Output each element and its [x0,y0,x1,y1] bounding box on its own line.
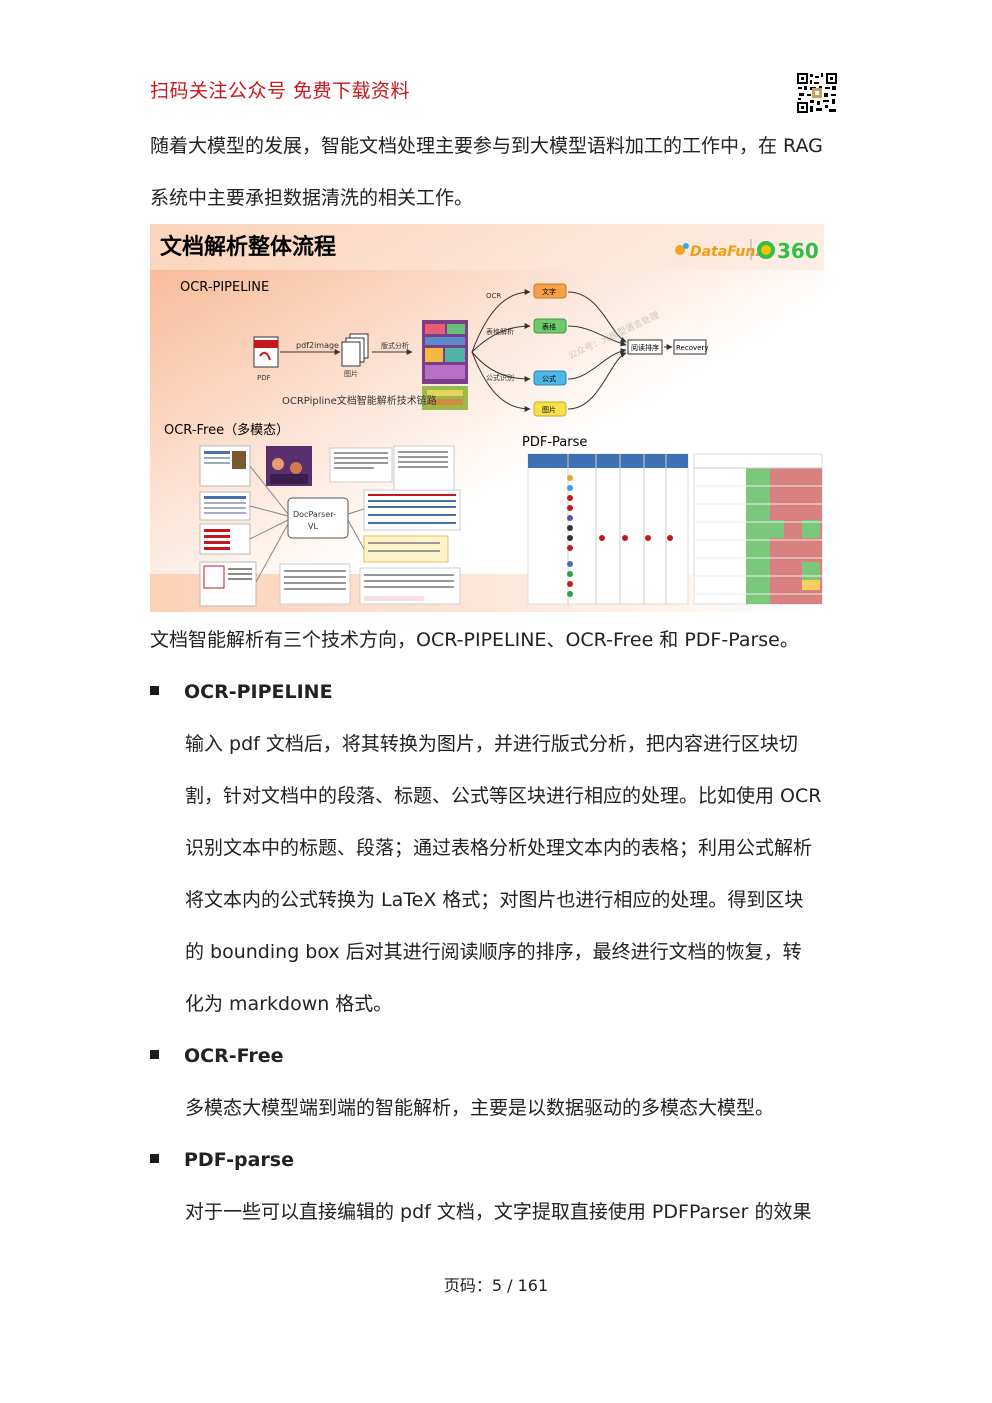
section-1-line-6: 化为 markdown 格式。 [185,993,393,1015]
layout-thumbnails [422,320,468,410]
pdf-file-icon: PDF [253,336,279,382]
pdf2image-label: pdf2image [296,341,339,350]
pipeline-label: OCR-PIPELINE [180,280,269,295]
image-stack-icon: 图片 [341,333,369,378]
svg-text:图片: 图片 [344,369,358,378]
ocr-free-diagram: DocParser- VL [199,445,461,607]
header-promo-text: 扫码关注公众号 免费下载资料 [150,80,411,102]
pipeline-caption: OCRPipline文档智能解析技术链路 [282,394,437,407]
qr-code-icon [796,72,838,114]
pdf-parse-label: PDF-Parse [522,435,587,450]
branch-label-formula: 公式识别 [486,373,514,382]
section-heading-ocr-free: OCR-Free [150,1045,284,1067]
svg-text:文字: 文字 [542,287,556,296]
bullet-square-icon [150,686,159,695]
section-1-line-4: 将文本内的公式转换为 LaTeX 格式；对图片也进行相应的处理。得到区块 [185,889,804,911]
branch-table-box: 表格 [533,318,567,334]
svg-text:VL: VL [308,522,318,531]
branch-image-box: 图片 [533,401,567,417]
section-3-line-1: 对于一些可以直接编辑的 pdf 文档，文字提取直接使用 PDFParser 的效… [185,1201,812,1223]
section-1-line-3: 识别文本中的标题、段落；通过表格分析处理文本内的表格；利用公式解析 [185,837,813,859]
intro-line-1: 随着大模型的发展，智能文档处理主要参与到大模型语料加工的工作中，在 RAG [150,135,823,157]
section-heading-ocr-pipeline: OCR-PIPELINE [150,681,333,703]
section-1-line-5: 的 bounding box 后对其进行阅读顺序的排序，最终进行文档的恢复，转 [185,941,802,963]
branch-text-box: 文字 [533,283,567,299]
svg-text:DataFun.: DataFun. [690,244,761,260]
figure-title: 文档解析整体流程 [160,234,336,260]
branch-formula-box: 公式 [533,370,567,386]
recovery-box: Recovery [673,339,708,355]
layout-label: 版式分析 [381,341,409,350]
page-number: 页码：5 / 161 [443,1276,549,1295]
svg-text:DocParser-: DocParser- [293,510,336,519]
intro-line-2: 系统中主要承担数据清洗的相关工作。 [150,187,474,209]
svg-text:PDF: PDF [257,374,271,382]
svg-text:阅读排序: 阅读排序 [631,343,659,352]
bullet-square-icon [150,1050,159,1059]
pdf-parse-table-left [527,453,689,605]
summary-text: 文档智能解析有三个技术方向，OCR-PIPELINE、OCR-Free 和 PD… [150,629,799,651]
branch-label-table: 表格解析 [486,327,514,336]
svg-text:公式: 公式 [542,374,556,383]
section-1-line-2: 割，针对文档中的段落、标题、公式等区块进行相应的处理。比如使用 OCR [185,785,822,807]
ocr-free-label: OCR-Free（多模态） [164,422,289,438]
svg-text:表格: 表格 [542,322,556,331]
360-logo: 360 [757,239,819,263]
svg-text:360: 360 [777,239,819,263]
datafun-logo: DataFun. [675,239,761,260]
section-heading-pdf-parse: PDF-parse [150,1149,294,1171]
pdf-parse-table-right [693,453,823,605]
section-2-line-1: 多模态大模型端到端的智能解析，主要是以数据驱动的多模态大模型。 [185,1097,775,1119]
svg-text:图片: 图片 [542,405,556,414]
reading-order-box: 阅读排序 [627,339,663,355]
section-1-line-1: 输入 pdf 文档后，将其转换为图片，并进行版式分析，把内容进行区块切 [185,733,798,755]
document-parsing-figure: 文档解析整体流程 DataFun. 360 OCR-PIPELINE PDF p… [150,224,824,612]
svg-text:Recovery: Recovery [676,344,708,352]
bullet-square-icon [150,1154,159,1163]
branch-label-ocr: OCR [486,292,501,300]
